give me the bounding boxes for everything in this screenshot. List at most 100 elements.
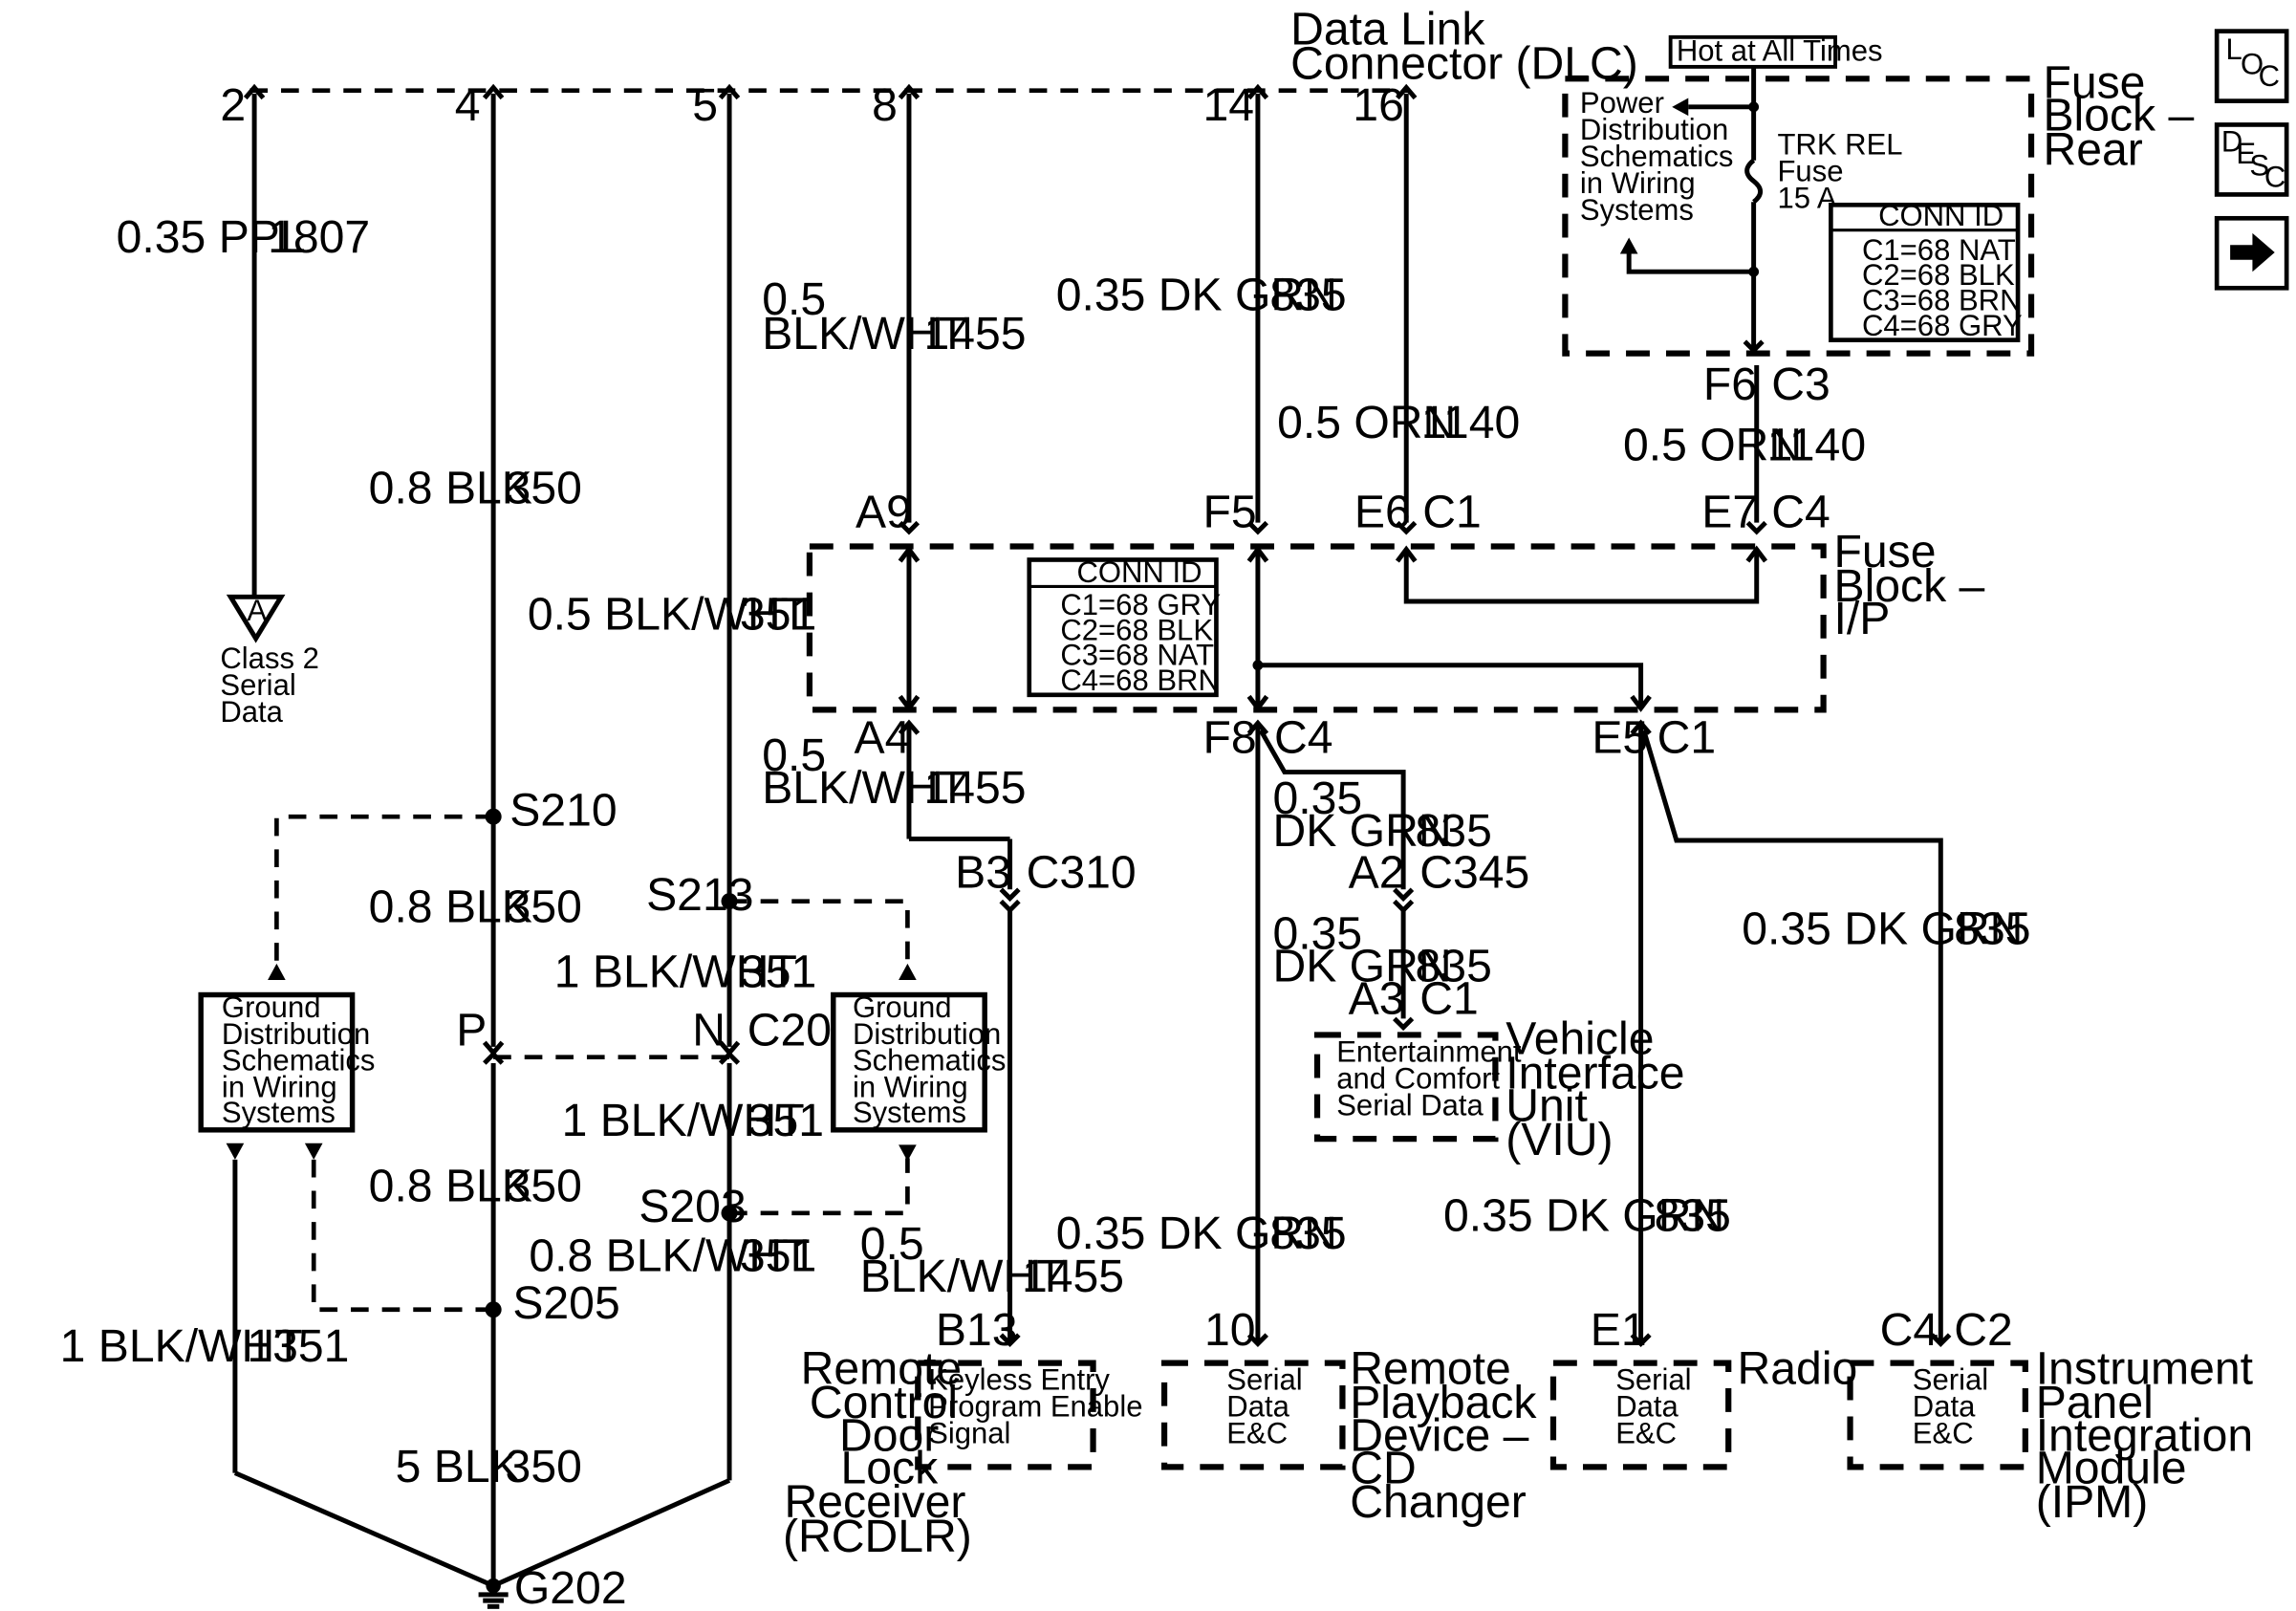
wire-circuit: 1455	[923, 308, 1026, 359]
gd-line: Distribution	[222, 1017, 370, 1051]
conn-id-line: C2=68 BLK	[1862, 258, 2015, 292]
loc-letter: O	[2241, 48, 2264, 81]
gd-line: Systems	[853, 1096, 966, 1129]
fuse-block-title: Block –	[2043, 90, 2194, 142]
wire-dkgrn-835-radio-ipm: E5 C1 0.35 DK GRN 835 E1 0.35 DK GRN 835…	[1443, 711, 2031, 1356]
radio-module[interactable]: Serial Data E&C Radio	[1549, 1342, 1857, 1470]
connector-c1: C1	[1657, 711, 1717, 763]
class2-triangle	[226, 594, 286, 643]
dlc-pin-14: 14	[1202, 79, 1254, 131]
ground-g202: G202	[478, 1562, 627, 1611]
module-name: Control	[810, 1377, 958, 1428]
pin-e7: E7	[1701, 486, 1758, 537]
wire-gauge: 0.35 PPL	[117, 211, 306, 263]
module-name: Remote	[801, 1342, 963, 1394]
connector-c4: C4	[1880, 1304, 1939, 1356]
gd-line: in Wiring	[853, 1071, 968, 1104]
wire-circuit: 350	[506, 881, 582, 932]
loc-button[interactable]: L O C	[2214, 29, 2289, 103]
module-name: CD	[1350, 1442, 1417, 1493]
module-text: Serial	[1226, 1363, 1302, 1397]
fuse-block-title: I/P	[1833, 593, 1890, 644]
connector-c203: P N C203	[456, 1004, 857, 1065]
module-text: Entertainment	[1336, 1034, 1522, 1068]
connector-c345: C345	[1419, 847, 1529, 899]
splice-label: S210	[509, 784, 617, 836]
wire-gauge: 0.8 BLK	[369, 1160, 532, 1211]
desc-letter: C	[2264, 161, 2285, 194]
fuse-label: TRK REL	[1777, 128, 1902, 162]
wire-gauge: 0.35 DK GRN	[1742, 903, 2023, 955]
ground-label: G202	[514, 1562, 627, 1611]
desc-icon: D E S C	[2221, 124, 2285, 193]
gd-line: Schematics	[853, 1044, 1006, 1078]
wire-circuit: 1140	[1421, 397, 1521, 448]
wire-gauge: BLK/WHT	[762, 762, 966, 814]
wire-gauge: 0.8 BLK	[369, 881, 532, 932]
wire-gauge: 1 BLK/WHT	[554, 947, 797, 998]
dlc-pin-2: 2	[220, 79, 246, 131]
next-button[interactable]	[2214, 215, 2289, 291]
wire-circuit: 351	[740, 947, 816, 998]
module-text: Data	[1615, 1390, 1679, 1424]
conn-id-line: C3=68 BRN	[1862, 284, 2022, 317]
next-arrow-icon	[2230, 232, 2275, 272]
wire-gauge: DK GRN	[1272, 805, 1451, 857]
connector-c4: C4	[1274, 711, 1333, 763]
class2-label-1: Class 2	[220, 642, 319, 675]
viu-module[interactable]: Entertainment and Comfort Serial Data Ve…	[1313, 1013, 1685, 1166]
wire-orn-1140: 0.5 ORN 1140 E6 C1 F6 C3 0.5 ORN 1140 E7…	[1277, 93, 1866, 537]
pin-f5: F5	[1202, 486, 1256, 537]
wire-gauge: 0.8 BLK/WHT	[529, 1230, 810, 1281]
module-text: Keyless Entry	[928, 1363, 1110, 1397]
pin-a3: A3	[1349, 973, 1405, 1025]
ipm-module[interactable]: Serial Data E&C Instrument Panel Integra…	[1847, 1342, 2254, 1528]
wire-circuit: 351	[747, 1095, 824, 1146]
gd-line: Systems	[222, 1096, 336, 1129]
module-name: Unit	[1505, 1080, 1588, 1132]
power-dist-line: Schematics	[1580, 140, 1733, 173]
cd-changer-module[interactable]: Serial Data E&C Remote Playback Device –…	[1160, 1342, 1537, 1528]
module-name: (RCDLR)	[783, 1511, 972, 1562]
fuse-block-title: Fuse	[1833, 526, 1936, 577]
pin-f8: F8	[1202, 711, 1256, 763]
gd-line: Schematics	[222, 1044, 375, 1078]
pin-b3: B3	[955, 847, 1011, 899]
gd-line: in Wiring	[222, 1071, 337, 1104]
loc-letter: C	[2259, 59, 2280, 93]
desc-letter: D	[2221, 124, 2242, 158]
wire-gauge: 0.5	[762, 729, 826, 781]
ground-distribution-left[interactable]: Ground Distribution Schematics in Wiring…	[198, 991, 375, 1133]
rcdlr-module[interactable]: Keyless Entry Program Enable Signal Remo…	[783, 1342, 1143, 1561]
wire-blkwht-1351: 1 BLK/WHT 1351	[60, 1143, 731, 1588]
power-dist-line: Systems	[1580, 193, 1694, 227]
pin-a2: A2	[1349, 847, 1405, 899]
module-name: Changer	[1350, 1476, 1527, 1528]
dlc-title-1: Data Link	[1290, 4, 1485, 55]
wire-circuit: 1140	[1767, 419, 1866, 470]
module-text: Serial Data	[1336, 1088, 1484, 1121]
wire-blkwht-1455: 0.5 BLK/WHT 1455 A9 A4 0.5 BLK/WHT 1455 …	[762, 93, 1137, 1356]
wire-circuit: 350	[506, 1441, 582, 1492]
module-text: Serial	[1615, 1363, 1691, 1397]
desc-letter: S	[2249, 148, 2269, 182]
conn-id-line: C4=68 GRY	[1862, 309, 2023, 342]
loc-letter: L	[2225, 33, 2242, 66]
ground-distribution-right[interactable]: Ground Distribution Schematics in Wiring…	[831, 991, 1007, 1133]
pin-10: 10	[1204, 1304, 1256, 1356]
module-text: Data	[1226, 1390, 1289, 1424]
desc-button[interactable]: D E S C	[2214, 122, 2289, 197]
module-name: Module	[2036, 1442, 2187, 1493]
splice-label: S213	[646, 869, 753, 921]
conn-id-line: C2=68 BLK	[1060, 613, 1213, 646]
wire-circuit: 835	[1416, 941, 1492, 992]
gd-line: Ground	[222, 991, 321, 1024]
dlc-pin-16: 16	[1353, 79, 1404, 131]
wire-circuit: 835	[1655, 1189, 1731, 1241]
wire-dkgrn-835: 0.35 DK GRN 835 F5 F8 C4 0.35 DK GRN 835…	[1056, 93, 1529, 1356]
pin-b13: B13	[936, 1304, 1018, 1356]
module-text: Program Enable	[928, 1390, 1142, 1424]
wire-gauge: 0.35 DK GRN	[1443, 1189, 1724, 1241]
fuse-icon	[1744, 158, 1764, 205]
